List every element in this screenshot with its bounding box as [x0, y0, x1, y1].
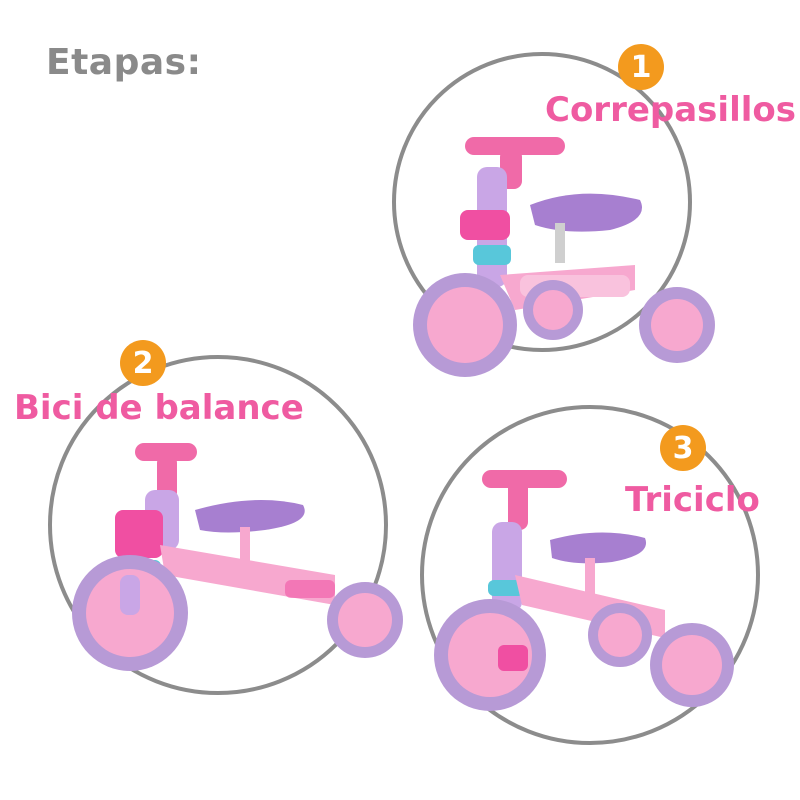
stage-1-circle	[392, 52, 692, 352]
stage-1-label: Correpasillos	[545, 90, 796, 130]
balance-bike-icon	[72, 443, 403, 671]
stage-3-circle	[420, 405, 760, 745]
stage-2-label: Bici de balance	[14, 388, 304, 428]
stage-3-label: Triciclo	[625, 480, 760, 520]
page-title: Etapas:	[46, 42, 202, 83]
stage-2-circle	[48, 355, 388, 695]
ride-on-tricycle-icon	[413, 137, 715, 377]
tricycle-icon	[434, 470, 734, 711]
stage-1-badge: 1	[618, 44, 664, 90]
stage-2-badge: 2	[120, 340, 166, 386]
stage-3-badge: 3	[660, 425, 706, 471]
